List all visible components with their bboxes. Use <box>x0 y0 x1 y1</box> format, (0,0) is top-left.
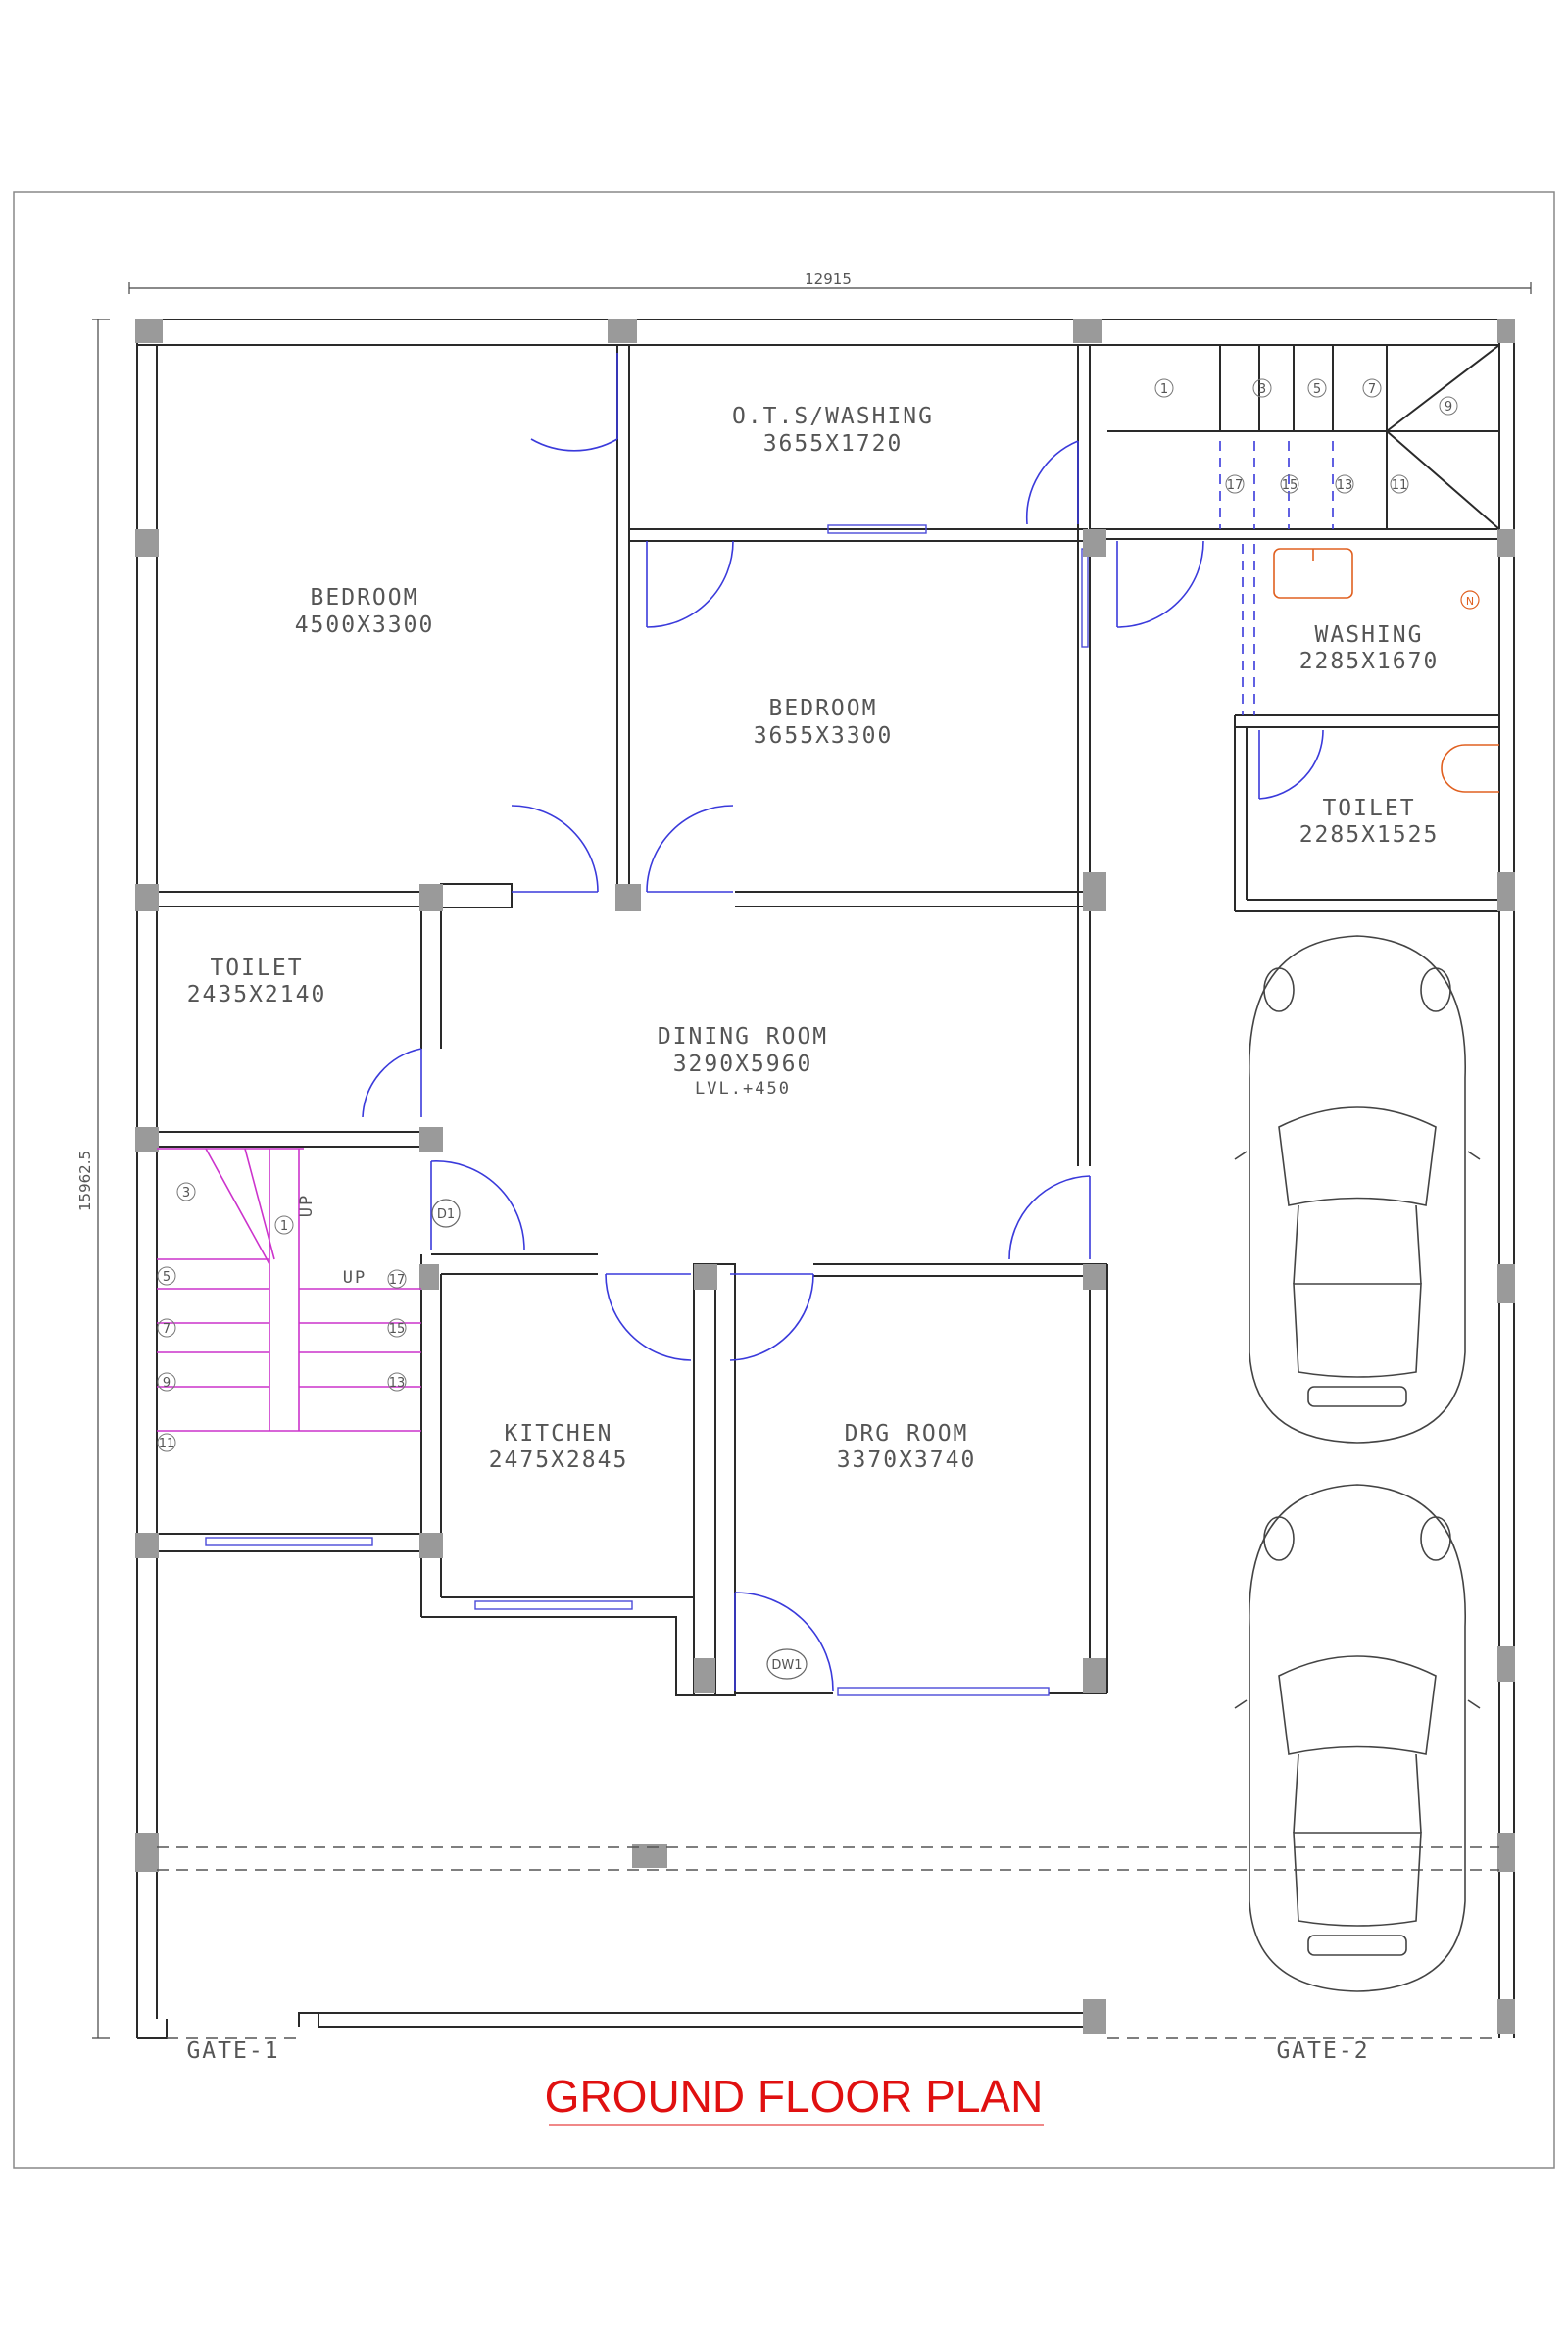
lower-step-15: 15 <box>389 1322 406 1337</box>
gate-1-label: GATE-1 <box>186 2038 279 2064</box>
car-icon <box>1234 1484 1481 1992</box>
upper-staircase: 1 3 5 7 9 11 13 15 17 <box>1154 344 1500 715</box>
gate-2-label: GATE-2 <box>1276 2038 1369 2064</box>
upper-step-11: 11 <box>1392 478 1408 493</box>
lower-step-9: 9 <box>163 1376 171 1391</box>
door-tag-d1: D1 <box>437 1207 455 1222</box>
lower-step-5: 5 <box>163 1270 171 1285</box>
upper-step-9: 9 <box>1445 400 1452 415</box>
room-level-dining: LVL.+450 <box>695 1079 791 1099</box>
lower-step-7: 7 <box>163 1322 171 1337</box>
room-name-kitchen: KITCHEN <box>505 1421 613 1446</box>
lower-step-17: 17 <box>389 1273 406 1288</box>
toilet-seat-icon <box>1441 744 1499 793</box>
sheet-border <box>13 191 1555 2169</box>
door-tags: D1 DW1 <box>431 1199 808 1680</box>
upper-step-5: 5 <box>1313 382 1321 397</box>
room-name-bedroom-1: BEDROOM <box>311 585 419 611</box>
boundary-lines <box>157 1846 1499 2039</box>
room-name-washing: WASHING <box>1315 622 1424 648</box>
room-size-bedroom-2: 3655X3300 <box>754 723 894 749</box>
upper-step-13: 13 <box>1337 478 1353 493</box>
interior-walls <box>157 345 1499 1696</box>
room-size-bedroom-1: 4500X3300 <box>295 612 435 638</box>
upper-step-1: 1 <box>1160 382 1168 397</box>
room-size-toilet-2: 2285X1525 <box>1299 822 1440 848</box>
upper-step-3: 3 <box>1258 382 1266 397</box>
upper-step-17: 17 <box>1227 478 1244 493</box>
stair-up-label-1: UP <box>297 1194 317 1217</box>
height-dimension-text: 15962.5 <box>76 1151 94 1211</box>
width-dimension: 12915 <box>128 270 1532 294</box>
lower-step-11: 11 <box>159 1437 175 1451</box>
room-size-dining: 3290X5960 <box>673 1052 813 1077</box>
upper-step-7: 7 <box>1368 382 1376 397</box>
width-dimension-text: 12915 <box>805 270 852 288</box>
room-name-drawing: DRG ROOM <box>845 1421 969 1446</box>
room-name-toilet-2: TOILET <box>1322 796 1415 821</box>
outer-walls <box>136 318 1515 2039</box>
door-tag-dw1: DW1 <box>771 1658 802 1673</box>
room-name-ots: O.T.S/WASHING <box>732 404 934 429</box>
room-size-ots: 3655X1720 <box>763 431 904 457</box>
upper-step-15: 15 <box>1282 478 1298 493</box>
car-icon <box>1234 935 1481 1444</box>
room-labels: BEDROOM 4500X3300 O.T.S/WASHING 3655X172… <box>187 404 1440 1473</box>
doors <box>362 353 1324 1691</box>
lower-staircase: 1 3 5 7 9 11 13 15 17 UP UP <box>157 1148 421 1452</box>
room-size-washing: 2285X1670 <box>1299 649 1440 674</box>
lower-step-3: 3 <box>182 1186 190 1200</box>
north-icon <box>1460 590 1480 610</box>
lower-step-13: 13 <box>389 1376 406 1391</box>
room-size-kitchen: 2475X2845 <box>489 1447 629 1473</box>
lower-step-1: 1 <box>280 1219 288 1234</box>
stair-up-label-2: UP <box>343 1268 367 1288</box>
room-name-bedroom-2: BEDROOM <box>769 696 878 721</box>
room-name-dining: DINING ROOM <box>658 1024 828 1050</box>
room-name-toilet-1: TOILET <box>210 956 303 981</box>
drawing-title: GROUND FLOOR PLAN <box>545 2071 1044 2122</box>
room-size-toilet-1: 2435X2140 <box>187 982 327 1007</box>
north-marker: N <box>1466 595 1474 608</box>
columns <box>135 319 1515 2034</box>
height-dimension: 15962.5 <box>76 318 110 2039</box>
room-size-drawing: 3370X3740 <box>837 1447 977 1473</box>
windows <box>205 524 1089 1696</box>
fixtures: N <box>1273 548 1499 793</box>
